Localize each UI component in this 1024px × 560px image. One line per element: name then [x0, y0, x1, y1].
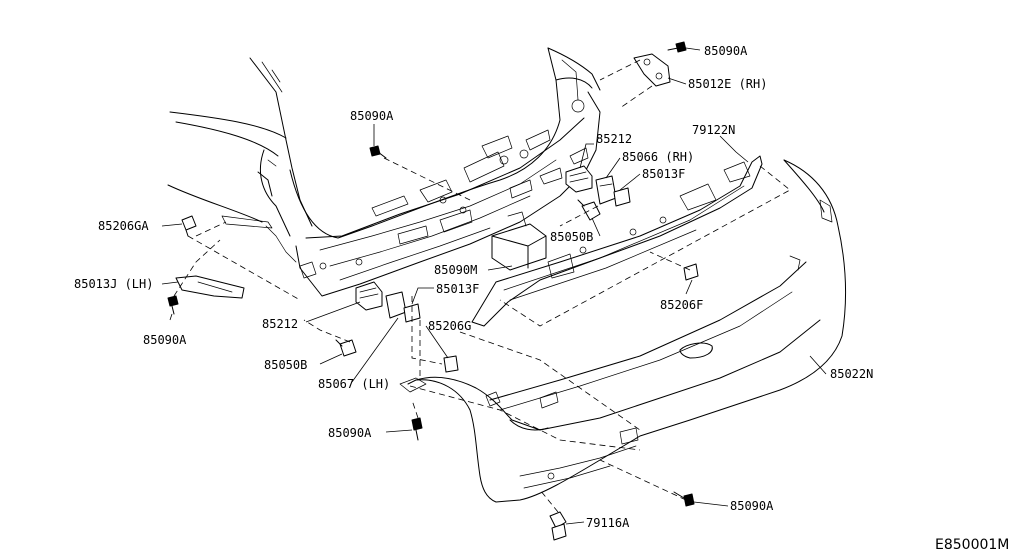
part-label-85067: 85067 (LH): [318, 377, 390, 391]
bolt-85090a-top: [667, 41, 687, 53]
clip-85206f: [683, 263, 699, 281]
part-label-85050b-upper: 85050B: [550, 230, 593, 244]
part-label-85013f-upper: 85013F: [642, 167, 685, 181]
pad-85013f-upper: [613, 187, 631, 207]
part-label-85012e: 85012E (RH): [688, 77, 767, 91]
clip-85206ga: [181, 215, 197, 237]
part-label-85090a-left: 85090A: [143, 333, 187, 347]
pad-85013f-lower: [403, 303, 421, 323]
rear-bumper-fascia: [399, 159, 846, 503]
bracket-85013j: [175, 275, 245, 299]
part-label-85212-upper: 85212: [596, 132, 632, 146]
part-label-85090a-mid: 85090A: [350, 109, 394, 123]
clip-79116a: [549, 511, 567, 541]
part-label-85090a-top: 85090A: [704, 44, 748, 58]
part-label-85206g: 85206G: [428, 319, 471, 333]
sensor-holder-85066: [595, 175, 617, 205]
bolt-85090a-left: [167, 295, 179, 315]
part-label-85022n: 85022N: [830, 367, 873, 381]
clip-85206g: [443, 355, 459, 373]
clip-85050b-upper: [577, 199, 601, 221]
part-label-79116a: 79116A: [586, 516, 630, 530]
part-label-85050b-lower: 85050B: [264, 358, 307, 372]
clip-85050b-lower: [335, 339, 357, 357]
bolt-85090a-mid: [369, 145, 387, 159]
bolt-85090a-lower: [411, 417, 423, 441]
part-label-85013f-lower: 85013F: [436, 282, 479, 296]
part-labels: 85090A 85012E (RH) 85090A 79122N 85212 8…: [74, 44, 873, 530]
part-label-79122n: 79122N: [692, 123, 735, 137]
part-label-85090m: 85090M: [434, 263, 477, 277]
part-label-85090a-lower: 85090A: [328, 426, 372, 440]
sensor-85212-lower: [355, 281, 383, 311]
bumper-reinforcement: [471, 155, 763, 327]
part-label-85212-lower: 85212: [262, 317, 298, 331]
part-label-85090a-bottom: 85090A: [730, 499, 774, 513]
bracket-85012e: [633, 53, 671, 87]
vehicle-body-outline: [167, 47, 601, 297]
part-label-85013j: 85013J (LH): [74, 277, 153, 291]
assembly-lines: [173, 59, 791, 513]
sensor-holder-85067: [385, 291, 407, 319]
sensor-85212-upper: [565, 165, 593, 193]
part-label-85206ga: 85206GA: [98, 219, 149, 233]
leader-lines: [161, 47, 827, 525]
box-85090m: [491, 211, 547, 271]
part-label-85066: 85066 (RH): [622, 150, 694, 164]
diagram-code: E850001M: [935, 537, 1009, 553]
part-label-85206f: 85206F: [660, 298, 703, 312]
bolt-85090a-bottom: [673, 491, 695, 507]
